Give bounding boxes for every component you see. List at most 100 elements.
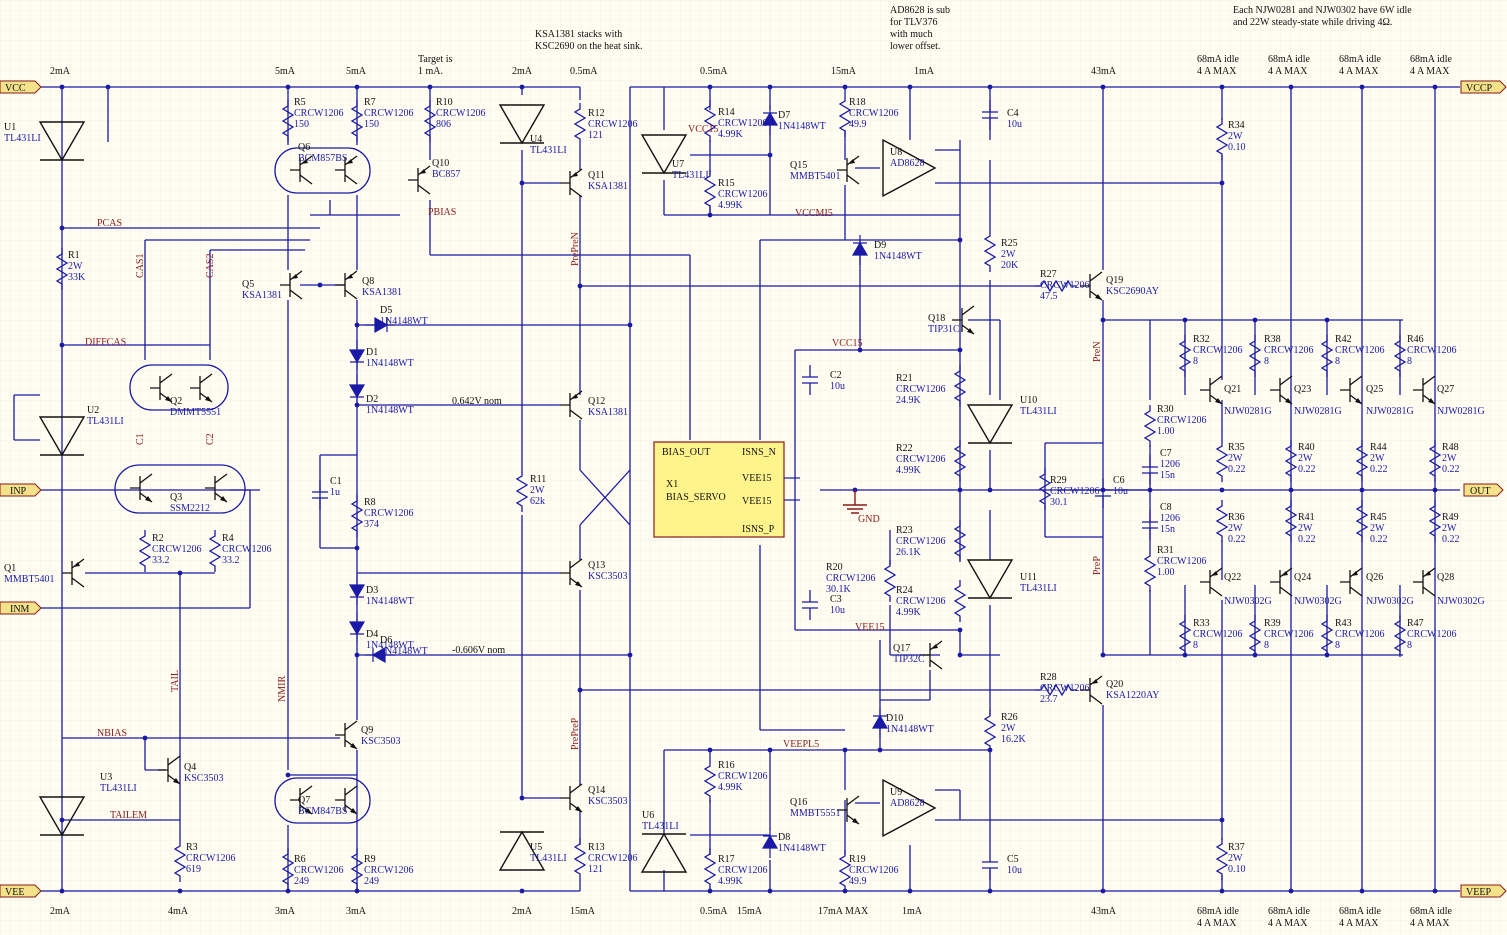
q9-label-0: Q9 — [361, 725, 373, 736]
c6-label-1: 10u — [1113, 486, 1128, 497]
net-vee15: VEE15 — [855, 622, 884, 633]
port-vccp[interactable]: VCCP — [1460, 80, 1507, 94]
servo-designator: X1 — [666, 479, 678, 490]
lower-q-0-1: NJW0302G — [1224, 596, 1272, 607]
notes: KSA1381 stacks with KSC2690 on the heat … — [418, 5, 1412, 77]
idle-top-1: 68mA idle — [1197, 54, 1240, 65]
current-bot-q20: 43mA — [1091, 906, 1117, 917]
upper-q-1-0: Q23 — [1294, 384, 1311, 395]
max-top-3: 4 A MAX — [1339, 66, 1379, 77]
r12-label-1: CRCW1206 — [588, 119, 637, 130]
idle-top-3: 68mA idle — [1339, 54, 1382, 65]
port-out[interactable]: OUT — [1463, 483, 1504, 497]
c8-label-1: 1206 — [1160, 513, 1180, 524]
bias-servo-block[interactable]: BIAS_OUT ISNS_N VEE15 VEE15 ISNS_P X1 BI… — [653, 441, 800, 538]
d4-label-1: 1N4148WT — [366, 640, 414, 651]
r19-label-1: CRCW1206 — [849, 865, 898, 876]
r17-label-0: R17 — [718, 854, 735, 865]
note-target-1: Target is — [418, 54, 452, 65]
port-vcc[interactable]: VCC — [0, 80, 42, 94]
lower-sense-1-2: 0.22 — [1298, 534, 1316, 545]
upper-emitter-3-0: R46 — [1407, 334, 1424, 345]
u10-label-1: TL431LI — [1020, 406, 1057, 417]
lower-sense-2-2: 0.22 — [1370, 534, 1388, 545]
r2-label-2: 33.2 — [152, 555, 170, 566]
current-bot-u5: 2mA — [512, 906, 533, 917]
r15-label-2: 4.99K — [718, 200, 744, 211]
u6-label-0: U6 — [642, 810, 654, 821]
port-inm[interactable]: INM — [0, 601, 42, 615]
u9-label-0: U9 — [890, 787, 902, 798]
r34-label-2: 0.10 — [1228, 142, 1246, 153]
r15-label-0: R15 — [718, 178, 735, 189]
q14-label-0: Q14 — [588, 785, 605, 796]
r3-label-1: CRCW1206 — [186, 853, 235, 864]
u4-label-1: TL431LI — [530, 145, 567, 156]
current-bot-c5: 1mA — [902, 906, 923, 917]
lower-q-3-0: Q28 — [1437, 572, 1454, 583]
net-vccmi5: VCCMI5 — [795, 208, 833, 219]
q2-label-0: Q2 — [170, 396, 182, 407]
port-vee[interactable]: VEE — [0, 884, 42, 898]
q18-label-0: Q18 — [928, 313, 945, 324]
pin-isns-p: ISNS_P — [742, 524, 775, 535]
lower-base-2-2: 8 — [1335, 640, 1340, 651]
upper-emitter-1-2: 8 — [1264, 356, 1269, 367]
c2-label-0: C2 — [830, 370, 842, 381]
c8-label-0: C8 — [1160, 502, 1172, 513]
r30-label-0: R30 — [1157, 404, 1174, 415]
q3-label-1: SSM2212 — [170, 503, 210, 514]
r13-label-1: CRCW1206 — [588, 853, 637, 864]
r7-label-0: R7 — [364, 97, 376, 108]
d7-label-1: 1N4148WT — [778, 121, 826, 132]
r26-label-2: 16.2K — [1001, 734, 1027, 745]
c1-label-1: 1u — [330, 487, 340, 498]
svg-text:VEE: VEE — [5, 887, 24, 898]
upper-q-1-1: NJW0281G — [1294, 406, 1342, 417]
r37-label-2: 0.10 — [1228, 864, 1246, 875]
idle-bot-2: 68mA idle — [1268, 906, 1311, 917]
lower-sense-2-1: 2W — [1370, 523, 1385, 534]
lower-sense-3-2: 0.22 — [1442, 534, 1460, 545]
d3-label-0: D3 — [366, 585, 378, 596]
voltage-606: -0.606V nom — [452, 645, 505, 656]
lower-sense-0-2: 0.22 — [1228, 534, 1246, 545]
lower-sense-2-0: R45 — [1370, 512, 1387, 523]
port-veep[interactable]: VEEP — [1460, 884, 1507, 898]
r16-label-0: R16 — [718, 760, 735, 771]
upper-sense-3-2: 0.22 — [1442, 464, 1460, 475]
u9-label-1: AD8628 — [890, 798, 924, 809]
q13-label-1: KSC3503 — [588, 571, 627, 582]
r29-label-0: R29 — [1050, 475, 1067, 486]
d4-label-0: D4 — [366, 629, 378, 640]
r20-label-1: CRCW1206 — [826, 573, 875, 584]
current-bot-r9: 3mA — [346, 906, 367, 917]
note-njw-1: Each NJW0281 and NJW0302 have 6W idle — [1233, 5, 1412, 16]
q4-label-1: KSC3503 — [184, 773, 223, 784]
r1-label-2: 33K — [68, 272, 86, 283]
upper-emitter-3-2: 8 — [1407, 356, 1412, 367]
r10-label-1: CRCW1206 — [436, 108, 485, 119]
lower-base-2-0: R43 — [1335, 618, 1352, 629]
r4-label-1: CRCW1206 — [222, 544, 271, 555]
u2-label-0: U2 — [87, 405, 99, 416]
lower-q-2-1: NJW0302G — [1366, 596, 1414, 607]
r30-label-2: 1.00 — [1157, 426, 1175, 437]
upper-sense-1-0: R40 — [1298, 442, 1315, 453]
net-cas2: CAS2 — [205, 254, 216, 278]
r14-label-1: CRCW1206 — [718, 118, 767, 129]
r30-label-1: CRCW1206 — [1157, 415, 1206, 426]
u10-label-0: U10 — [1020, 395, 1037, 406]
r28-label-2: 23.7 — [1040, 694, 1058, 705]
d5-label-0: D5 — [380, 305, 392, 316]
r25-label-1: 2W — [1001, 249, 1016, 260]
r25-label-0: R25 — [1001, 238, 1018, 249]
r22-label-0: R22 — [896, 443, 913, 454]
r28-label-0: R28 — [1040, 672, 1057, 683]
r18-label-0: R18 — [849, 97, 866, 108]
r20-label-0: R20 — [826, 562, 843, 573]
port-inp[interactable]: INP — [0, 483, 42, 497]
r8-label-0: R8 — [364, 497, 376, 508]
q19-label-1: KSC2690AY — [1106, 286, 1159, 297]
r16-label-2: 4.99K — [718, 782, 744, 793]
